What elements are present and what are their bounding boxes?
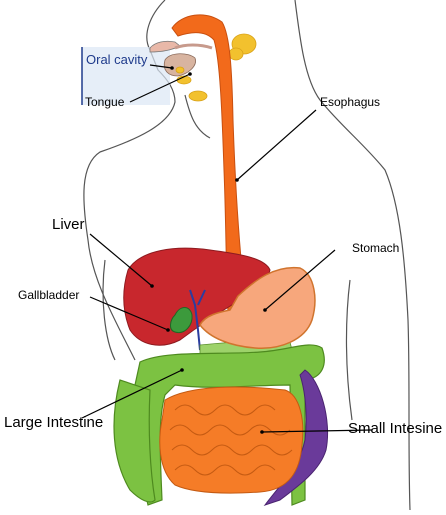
tongue-shape	[163, 53, 196, 77]
leader-small-intestine	[261, 429, 373, 433]
label-esophagus: Esophagus	[320, 95, 381, 109]
ascending-colon	[113, 379, 156, 503]
leader-dots	[150, 66, 267, 434]
leader-oral-cavity	[149, 64, 173, 69]
label-tongue: Tongue	[85, 95, 125, 109]
small-intestine-folds	[169, 404, 293, 476]
leader-liver	[89, 233, 153, 287]
oral-cavity-box	[82, 47, 170, 105]
label-liver: Liver	[52, 216, 85, 233]
rectum	[263, 369, 329, 506]
leader-lines	[81, 64, 373, 433]
leader-large-intestine	[81, 369, 183, 419]
label-oral-cavity: Oral cavity	[86, 52, 148, 67]
leader-stomach	[264, 249, 336, 311]
palate	[174, 43, 213, 50]
small-intestine-organ	[159, 386, 304, 494]
leader-esophagus	[236, 109, 317, 181]
label-large-intestine: Large Intestine	[4, 414, 104, 431]
leader-gallbladder	[89, 296, 169, 331]
stomach-organ	[199, 266, 316, 349]
label-gallbladder: Gallbladder	[18, 288, 80, 302]
gallbladder-organ	[170, 307, 193, 334]
leader-tongue	[129, 73, 191, 103]
label-stomach: Stomach	[352, 241, 400, 255]
label-small-intestine: Small Intesine	[348, 420, 443, 437]
